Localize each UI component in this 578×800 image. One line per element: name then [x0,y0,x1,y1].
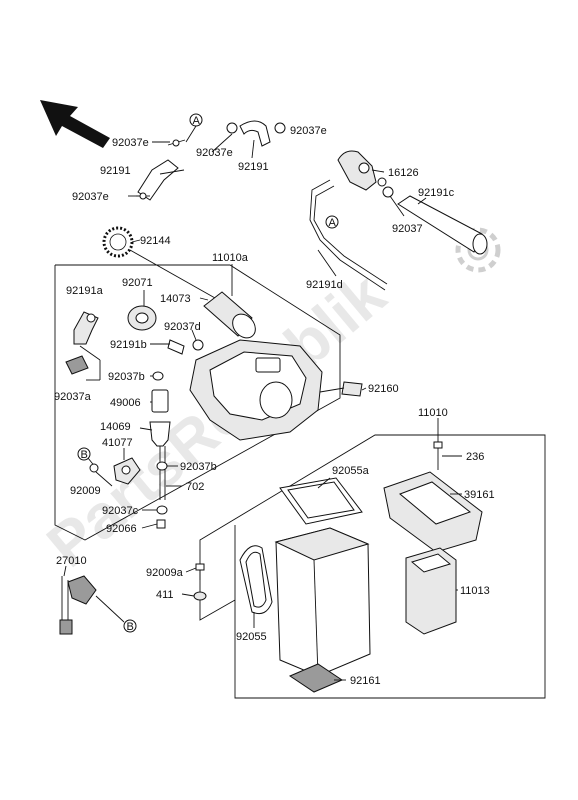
label-92191b: 92191b [110,339,147,351]
part-clamp-92037e-right [274,122,286,134]
part-case-11010 [274,527,371,677]
part-clamp-92037b-top [152,371,164,381]
label-41077: 41077 [102,437,133,449]
part-valve-14069 [149,421,171,447]
label-92037: 92037 [392,223,423,235]
part-grommet-92071 [127,305,157,331]
label-14069: 14069 [100,421,131,433]
part-cap-92037d [192,339,204,351]
svg-text:B: B [81,449,88,461]
label-92009: 92009 [70,485,101,497]
label-92191d: 92191d [306,279,343,291]
label-92144: 92144 [140,235,171,247]
label-11010: 11010 [418,407,448,419]
label-92071: 92071 [122,277,153,289]
part-screw-92009 [89,463,99,473]
label-92191-2: 92191 [238,161,269,173]
part-switch-41077 [113,457,141,485]
marker-a-right: A [325,215,339,229]
label-92037e-2: 92037e [196,147,233,159]
label-92037a: 92037a [54,391,92,403]
part-hose-92191c [397,195,488,255]
group-outline-11010 [199,434,546,699]
label-16126: 16126 [388,167,419,179]
svg-text:A: A [329,217,337,229]
leader-92144-to-14073 [129,249,216,299]
label-92160: 92160 [368,383,399,395]
label-27010: 27010 [56,555,87,567]
part-hose-92191-left [137,159,179,201]
label-92037e-3: 92037e [290,125,327,137]
label-49006: 49006 [110,397,141,409]
label-11013: 11013 [460,585,490,597]
marker-b-bottom: B [123,619,137,633]
part-clamp-92037e-top [167,139,186,147]
label-14073: 14073 [160,293,191,305]
svg-text:B: B [127,621,134,633]
part-clamp-92037 [382,186,394,198]
part-gasket-92144 [102,226,134,258]
part-clamp-92037e-mid [226,122,238,134]
marker-a-top: A [185,113,203,143]
part-insert-92160 [341,381,363,397]
part-cover-39161 [383,471,483,553]
direction-arrow-icon [40,100,110,148]
part-screw-236 [433,441,443,470]
label-92161: 92161 [350,675,381,687]
part-plug-92066 [156,519,166,529]
group-outline-11010a [54,264,341,541]
label-92037b-2: 92037b [180,461,217,473]
label-411: 411 [156,589,174,601]
svg-text:A: A [193,115,201,127]
part-screw-92009a [195,563,205,580]
part-clamp-92037b-bottom [156,461,168,471]
label-92037b-1: 92037b [108,371,145,383]
label-92066: 92066 [106,523,137,535]
part-clamp-92037c [156,505,168,515]
label-39161: 39161 [464,489,495,501]
leader-lines [63,133,462,681]
part-hose-92191-right [239,120,271,147]
label-92037d: 92037d [164,321,201,333]
part-labels: 92037e 92037e 92037e 92037e 92191 92191 … [54,125,495,687]
label-92037e-1: 92037e [112,137,149,149]
label-92055a: 92055a [332,465,370,477]
part-tube-92191d [309,179,388,291]
label-92055: 92055 [236,631,267,643]
part-hose-92191b [167,339,185,355]
leader-92160 [319,387,345,393]
part-clip-92037a [65,355,89,375]
part-duct-14073 [203,291,256,339]
label-236: 236 [466,451,484,463]
label-92191c: 92191c [418,187,455,199]
label-92191a: 92191a [66,285,104,297]
part-gasket-92055a [279,477,363,525]
part-elbow-92191a [73,311,99,345]
label-702: 702 [186,481,204,493]
part-housing-11010a [189,339,323,441]
label-92037c: 92037c [102,505,139,517]
label-92037e-4: 92037e [72,191,109,203]
leader-92191a-bracket [79,345,101,361]
part-switch-27010 [59,575,125,635]
part-breather-16126 [337,150,387,191]
part-element-11013 [405,547,457,635]
label-92191-1: 92191 [100,165,131,177]
label-92009a: 92009a [146,567,184,579]
part-washer-411 [193,591,207,601]
label-11010a: 11010a [212,252,249,264]
part-gasket-92055 [239,545,273,615]
part-filter-49006 [151,389,169,413]
